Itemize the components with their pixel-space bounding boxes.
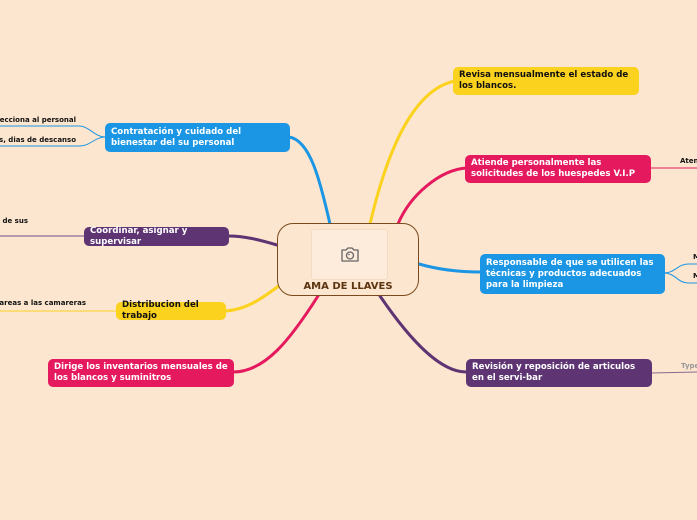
subtopic[interactable]: de sus bbox=[2, 217, 28, 225]
topic-coordinar[interactable]: Coordinar, asignar y supervisar bbox=[84, 226, 229, 247]
topic-revisa-blancos[interactable]: Revisa mensualmente el estado de los bla… bbox=[453, 67, 639, 95]
topic-distribucion[interactable]: Distribucion del trabajo bbox=[116, 300, 226, 321]
subtopic[interactable]: ecciona al personal bbox=[0, 116, 76, 124]
subtopic[interactable]: s, dias de descanso bbox=[0, 136, 76, 144]
topic-contratacion[interactable]: Contratación y cuidado del bienestar del… bbox=[105, 123, 290, 152]
topic-atiende-vip[interactable]: Atiende personalmente las solicitudes de… bbox=[465, 155, 651, 183]
subtopic[interactable]: Aten bbox=[680, 157, 697, 165]
subtopic[interactable]: M bbox=[693, 272, 697, 280]
camera-icon bbox=[340, 247, 359, 262]
topic-inventarios[interactable]: Dirige los inventarios mensuales de los … bbox=[48, 359, 234, 387]
subtopic[interactable]: areas a las camareras bbox=[0, 299, 86, 307]
central-topic[interactable]: AMA DE LLAVES bbox=[277, 223, 419, 296]
topic-servi-bar[interactable]: Revisión y reposición de articulos en el… bbox=[466, 359, 652, 387]
image-placeholder[interactable] bbox=[311, 229, 388, 280]
central-topic-title: AMA DE LLAVES bbox=[303, 281, 393, 292]
subtopic[interactable]: M bbox=[693, 253, 697, 261]
subtopic-placeholder[interactable]: Type bbox=[681, 362, 697, 370]
topic-tecnicas-limpieza[interactable]: Responsable de que se utilicen las técni… bbox=[480, 254, 665, 294]
